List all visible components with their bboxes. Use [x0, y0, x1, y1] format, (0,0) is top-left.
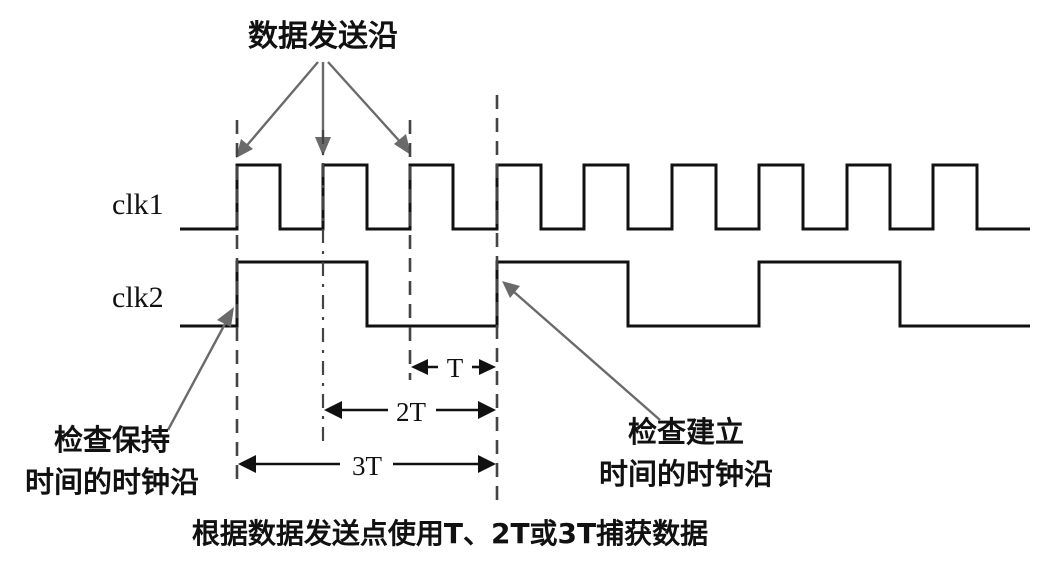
clk1-waveform: [180, 163, 1030, 231]
clk2-label: clk2: [112, 281, 164, 314]
dim-3t-right-head: [478, 455, 496, 473]
reference-lines: [235, 95, 499, 505]
hold-check-pointer: [166, 307, 234, 431]
send-edge-pointer-2-head: [315, 137, 331, 156]
dimension-2t: 2T: [324, 397, 496, 427]
setup-label-line2: 时间的时钟沿: [599, 457, 773, 491]
send-edge-pointer-1-head: [236, 139, 253, 158]
send-edge-pointers: [236, 61, 411, 158]
dim-t-left-head: [411, 359, 428, 375]
dim-t-label: T: [447, 353, 464, 383]
caption: 根据数据发送点使用T、2T或3T捕获数据: [192, 517, 708, 550]
hold-pointer-line: [166, 321, 228, 431]
send-edge-pointer-1: [242, 61, 319, 151]
dim-3t-label: 3T: [352, 451, 383, 481]
dim-2t-right-head: [478, 401, 496, 419]
dim-t-right-head: [479, 359, 496, 375]
setup-pointer-line: [513, 291, 661, 421]
dim-2t-left-head: [324, 401, 342, 419]
clk1-label: clk1: [112, 188, 164, 221]
clk2-waveform: [180, 260, 1030, 328]
dimension-t: T: [411, 353, 496, 383]
setup-pointer-head: [502, 281, 520, 298]
hold-pointer-head: [217, 307, 234, 327]
hold-label-line1: 检查保持: [54, 423, 170, 457]
hold-label-line2: 时间的时钟沿: [25, 465, 199, 499]
dimension-3t: 3T: [238, 451, 496, 481]
send-edge-label: 数据发送沿: [248, 19, 398, 54]
setup-check-pointer: [502, 281, 661, 421]
setup-label-line1: 检查建立: [628, 415, 744, 449]
send-edge-pointer-3: [327, 61, 404, 146]
dim-2t-label: 2T: [396, 397, 427, 427]
send-edge-pointer-3-head: [394, 134, 411, 155]
dim-3t-left-head: [238, 455, 256, 473]
